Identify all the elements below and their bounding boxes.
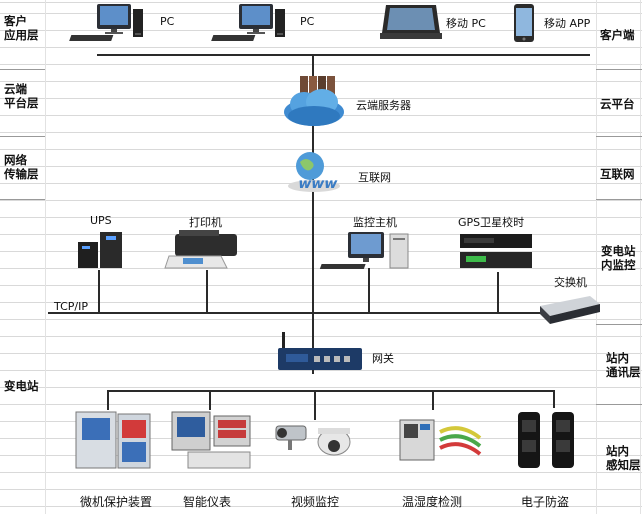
layer-label-client: 客户端 bbox=[600, 28, 635, 42]
gps-clock-icon[interactable] bbox=[458, 232, 534, 272]
layer-label-station-sense: 站内 感知层 bbox=[606, 444, 641, 472]
switch-icon[interactable] bbox=[538, 292, 602, 326]
gps-label: GPS卫星校时 bbox=[458, 216, 525, 229]
video-camera-icon[interactable] bbox=[270, 420, 362, 470]
cloud-server-icon[interactable] bbox=[280, 74, 348, 130]
meter-label: 智能仪表 bbox=[183, 495, 232, 509]
ups-label: UPS bbox=[90, 214, 112, 227]
fence-label: 电子防盗 bbox=[521, 495, 570, 509]
video-label: 视频监控 bbox=[291, 495, 340, 509]
pc2-label: PC bbox=[300, 15, 315, 28]
gateway-label: 网关 bbox=[372, 352, 394, 365]
tcp-bus-line bbox=[48, 312, 544, 314]
pc-icon[interactable] bbox=[69, 3, 160, 43]
layer-label-network: 网络 传输层 bbox=[4, 153, 39, 181]
layer-label-cloud: 云平台 bbox=[600, 97, 635, 111]
switch-label: 交换机 bbox=[554, 276, 587, 289]
phone-icon[interactable] bbox=[513, 3, 535, 43]
layer-label-station-monitor: 变电站 内监控 bbox=[601, 244, 636, 272]
cloud-trunk-line bbox=[312, 54, 314, 374]
client-bus-line bbox=[97, 54, 590, 56]
sensor-bus-line bbox=[107, 390, 553, 392]
temp-label: 温湿度检测 bbox=[402, 495, 463, 509]
svg-text:www: www bbox=[297, 176, 339, 192]
layer-label-client-app: 客户 应用层 bbox=[4, 14, 39, 42]
phone-label: 移动 APP bbox=[544, 17, 591, 30]
layer-label-station-comm: 站内 通讯层 bbox=[606, 351, 641, 379]
protection-device-icon[interactable] bbox=[74, 410, 152, 470]
tcpip-label: TCP/IP bbox=[54, 300, 88, 313]
gateway-icon[interactable] bbox=[274, 330, 366, 374]
layer-label-cloud-platform: 云端 平台层 bbox=[4, 82, 39, 110]
layer-label-substation: 变电站 bbox=[4, 379, 39, 393]
printer-label: 打印机 bbox=[189, 216, 222, 229]
pc-icon[interactable] bbox=[211, 3, 302, 43]
tablet-label: 移动 PC bbox=[446, 17, 486, 30]
smart-meter-icon[interactable] bbox=[168, 410, 252, 470]
printer-icon[interactable] bbox=[164, 228, 241, 270]
ups-icon[interactable] bbox=[76, 228, 126, 270]
tablet-icon[interactable] bbox=[378, 3, 444, 43]
monitor-host-icon[interactable] bbox=[319, 230, 414, 272]
protection-label: 微机保护装置 bbox=[80, 495, 153, 509]
internet-globe-icon[interactable]: www bbox=[284, 148, 342, 194]
cloud-server-label: 云端服务器 bbox=[356, 99, 411, 112]
temp-humidity-icon[interactable] bbox=[396, 418, 488, 470]
monitor-host-label: 监控主机 bbox=[353, 216, 397, 229]
pc1-label: PC bbox=[160, 15, 175, 28]
layer-label-internet: 互联网 bbox=[600, 167, 635, 181]
infrared-fence-icon[interactable] bbox=[512, 408, 582, 470]
internet-label: 互联网 bbox=[358, 171, 391, 184]
